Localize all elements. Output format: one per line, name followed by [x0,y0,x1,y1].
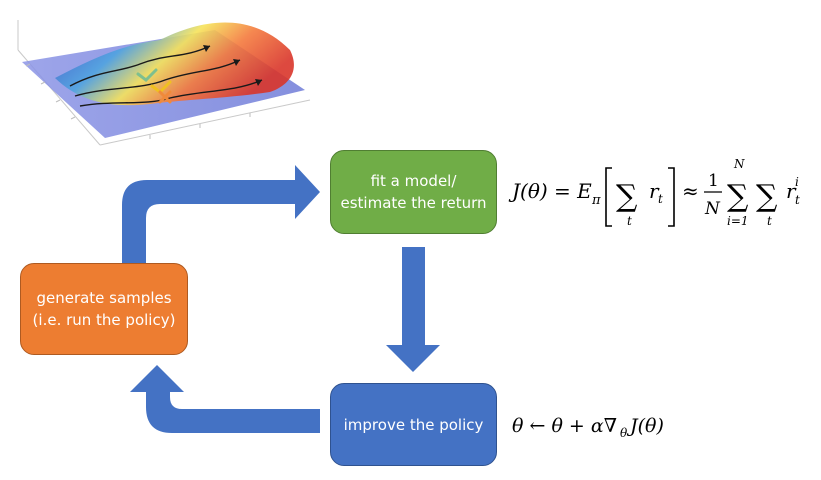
surface-hump [55,22,294,106]
node-fit-model: fit a model/ estimate the return [330,150,497,234]
node-fit-line2: estimate the return [340,194,487,212]
trajectory-arrowheads [203,45,262,86]
node-fit-line1: fit a model/ [370,172,457,190]
node-improve-line1: improve the policy [343,415,484,434]
node-generate-line1: generate samples [36,289,172,307]
arrow-generate-to-fit [122,165,320,263]
trajectory-lines [69,45,263,107]
node-generate-line2: (i.e. run the policy) [32,311,176,329]
node-improve-policy: improve the policy [330,383,497,466]
node-generate-samples: generate samples (i.e. run the policy) [20,263,188,355]
plot-ticks [25,63,251,139]
arrow-fit-to-improve [386,247,440,372]
sample-markers [136,68,172,104]
arrow-improve-to-generate [130,365,320,433]
